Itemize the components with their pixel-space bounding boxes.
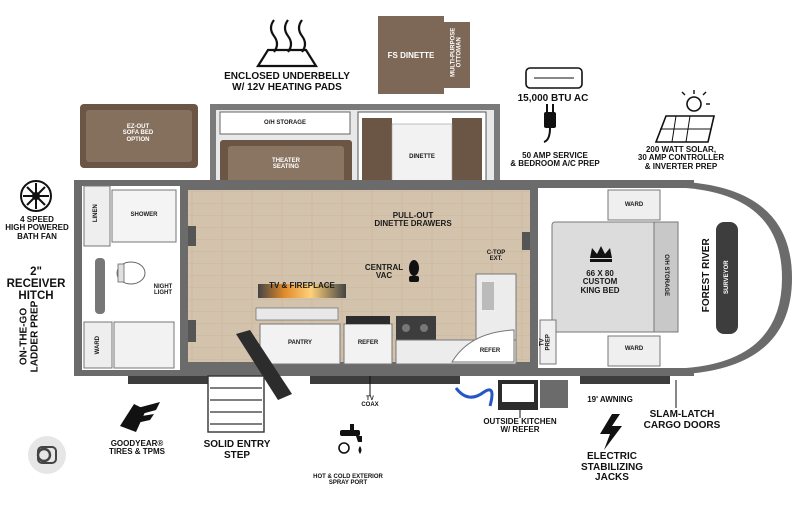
outside-kitchen-label: OUTSIDE KITCHEN W/ REFER bbox=[483, 417, 557, 435]
receiver-hitch-label: 2" RECEIVER HITCH bbox=[6, 266, 66, 303]
awning-label: 19' AWNING bbox=[587, 395, 633, 404]
heat-waves-icon bbox=[256, 19, 318, 68]
vacuum-hose-icon bbox=[409, 260, 419, 282]
outside-refer bbox=[451, 329, 515, 363]
oh-storage-slide-label: O/H STORAGE bbox=[264, 120, 306, 126]
ladder-prep-label: ON-THE-GO LADDER PREP bbox=[18, 300, 41, 373]
lightning-bolt-icon bbox=[600, 414, 622, 450]
solar-label: 200 WATT SOLAR, 30 AMP CONTROLLER & INVE… bbox=[637, 145, 725, 171]
ctop-label: C-TOP EXT. bbox=[486, 250, 506, 263]
fs-dinette-label: FS DINETTE bbox=[387, 51, 435, 60]
ward-bath-label: WARD bbox=[94, 335, 101, 355]
vanity bbox=[113, 321, 175, 369]
bath-fan-label: 4 SPEED HIGH POWERED BATH FAN bbox=[5, 215, 69, 241]
fireplace bbox=[258, 284, 346, 298]
underbelly-label: ENCLOSED UNDERBELLY W/ 12V HEATING PADS bbox=[224, 71, 350, 93]
central-vac-label: CENTRAL VAC bbox=[364, 263, 404, 281]
linen-label: LINEN bbox=[92, 204, 99, 223]
stabilizing-jacks-label: ELECTRIC STABILIZING JACKS bbox=[580, 451, 644, 483]
fan-icon bbox=[20, 180, 52, 212]
refer-label: REFER bbox=[357, 340, 379, 346]
tv-coax-label: TV COAX bbox=[361, 396, 379, 409]
shower bbox=[111, 189, 177, 243]
entry-door bbox=[236, 330, 292, 400]
amp-service-label: 50 AMP SERVICE & BEDROOM A/C PREP bbox=[510, 151, 600, 169]
brand-label: FOREST RIVER bbox=[700, 238, 712, 313]
pantry bbox=[259, 323, 341, 365]
winged-boot-icon bbox=[120, 402, 160, 432]
tv-fireplace-label: TV & FIREPLACE bbox=[269, 281, 335, 290]
crown-icon bbox=[590, 246, 612, 262]
dinette-label: DINETTE bbox=[409, 154, 435, 160]
night-light-label: NIGHT LIGHT bbox=[153, 284, 173, 297]
ottoman-label: MULTI-PURPOSE OTTOMAN bbox=[450, 27, 463, 77]
drawers-label: PULL-OUT DINETTE DRAWERS bbox=[374, 211, 452, 229]
model-label: SURVEYOR bbox=[723, 260, 730, 294]
slam-latch-label: SLAM-LATCH CARGO DOORS bbox=[643, 409, 721, 431]
goodyear-label: GOODYEAR® TIRES & TPMS bbox=[108, 439, 165, 457]
tv-prep-label: TV PREP bbox=[539, 334, 552, 351]
king-bed-label: 66 X 80 CUSTOM KING BED bbox=[580, 269, 620, 295]
oh-storage-bed-label: O/H STORAGE bbox=[663, 254, 670, 297]
pantry-label: PANTRY bbox=[288, 340, 312, 346]
ac-unit-icon bbox=[525, 67, 583, 89]
ward-top-label: WARD bbox=[624, 202, 644, 208]
ac-label: 15,000 BTU AC bbox=[517, 93, 589, 104]
refer-outside-label: REFER bbox=[479, 348, 501, 354]
fs-dinette bbox=[378, 16, 444, 94]
ward-bottom-label: WARD bbox=[624, 346, 644, 352]
entry-step-label: SOLID ENTRY STEP bbox=[203, 439, 271, 461]
power-plug-icon bbox=[543, 104, 556, 143]
theater-seating-label: THEATER SEATING bbox=[272, 158, 300, 171]
faucet-icon bbox=[338, 424, 362, 454]
lens-icon[interactable] bbox=[28, 436, 66, 474]
shower-label: SHOWER bbox=[130, 212, 158, 218]
spray-port-label: HOT & COLD EXTERIOR SPRAY PORT bbox=[313, 474, 383, 487]
solar-panel-icon bbox=[654, 90, 716, 143]
entry-steps bbox=[207, 375, 265, 433]
sofa-bed-label: EZ-OUT SOFA BED OPTION bbox=[122, 124, 154, 143]
